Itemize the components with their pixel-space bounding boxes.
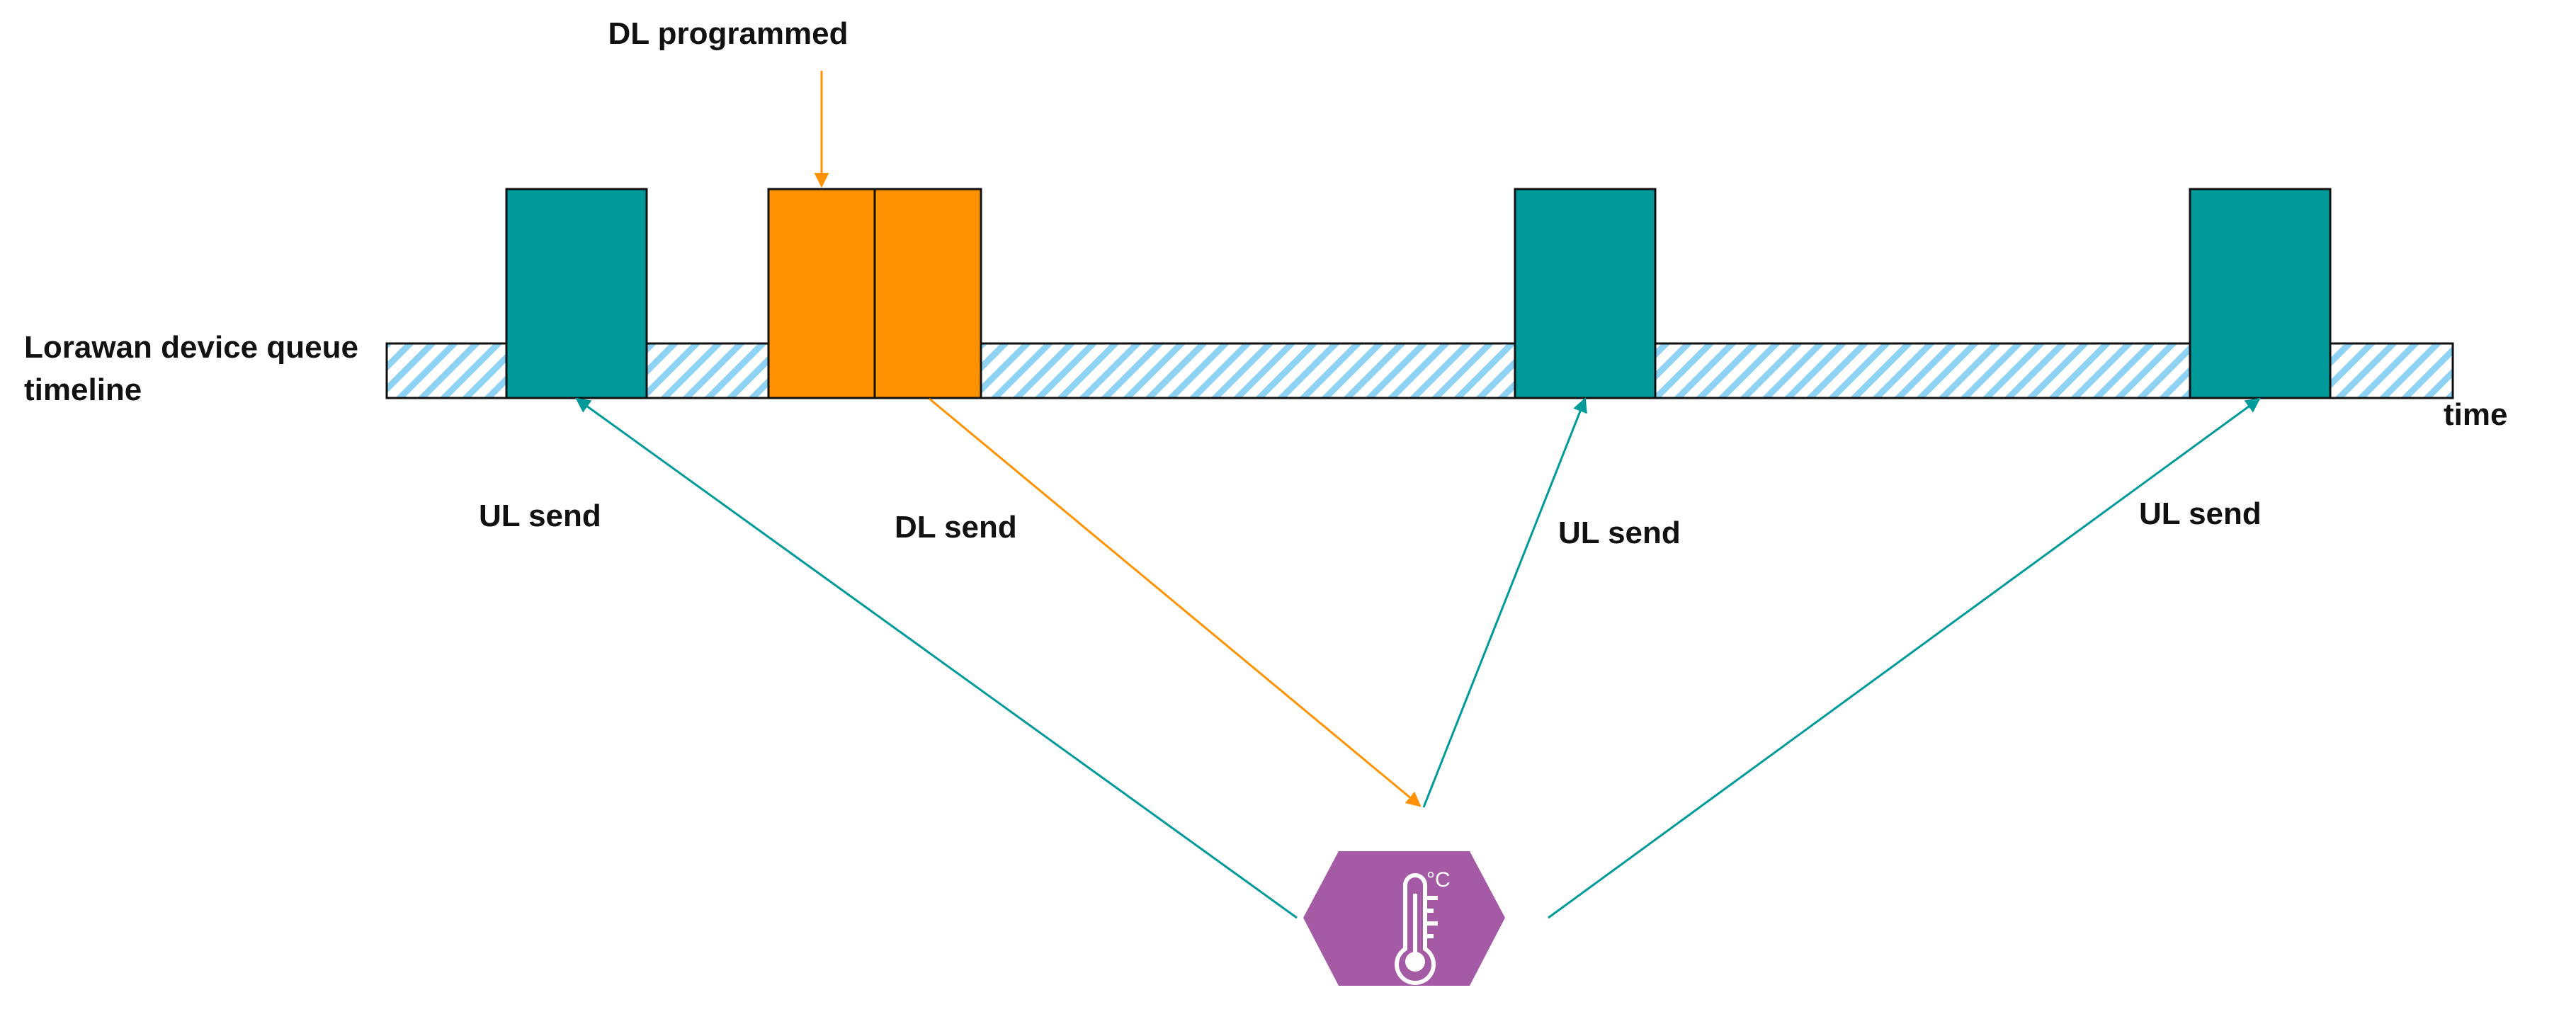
uplink-block-1 bbox=[505, 188, 648, 399]
dl-programmed-label: DL programmed bbox=[608, 16, 848, 51]
ul-send-label-3: UL send bbox=[2139, 496, 2262, 531]
ul-send-arrow-3 bbox=[1548, 397, 2261, 919]
uplink-block-2 bbox=[1514, 188, 1657, 399]
ul-send-label-2: UL send bbox=[1558, 516, 1681, 550]
dl-send-label: DL send bbox=[895, 510, 1017, 545]
uplink-block-3 bbox=[2189, 188, 2332, 399]
timeline-label-line1: Lorawan device queue bbox=[24, 330, 358, 365]
thermometer-icon bbox=[1395, 873, 1438, 985]
sensor-device: °C bbox=[1303, 851, 1505, 986]
dl-send-arrow bbox=[929, 397, 1422, 807]
temperature-unit: °C bbox=[1426, 868, 1451, 892]
timeline-label-line2: timeline bbox=[24, 372, 142, 407]
ul-send-arrow-1 bbox=[575, 397, 1298, 919]
downlink-block-2 bbox=[873, 188, 982, 399]
ul-send-label-1: UL send bbox=[479, 499, 601, 533]
queue-timeline-bar bbox=[385, 342, 2454, 399]
ul-send-arrow-2 bbox=[1422, 397, 1587, 808]
time-axis-label: time bbox=[2444, 397, 2507, 432]
downlink-block-1 bbox=[767, 188, 876, 399]
